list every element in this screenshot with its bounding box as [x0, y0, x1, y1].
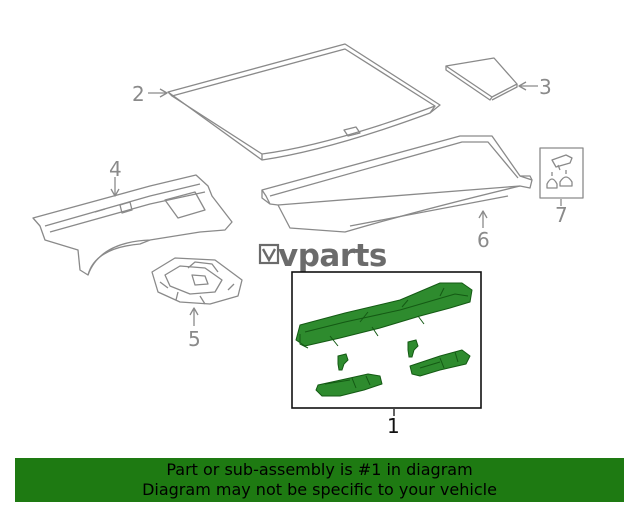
arrow-2-icon	[159, 88, 168, 98]
part-1-box[interactable]	[291, 271, 482, 409]
floor-board-part-2[interactable]	[167, 43, 441, 161]
banner-line-1: Part or sub-assembly is #1 in diagram	[166, 460, 473, 479]
tonneau-cover-part-6[interactable]	[261, 135, 533, 233]
bracket-left-part-1[interactable]	[315, 373, 383, 397]
logo-check-icon	[261, 248, 277, 263]
callout-7: 7	[555, 203, 568, 227]
small-panel-part-3[interactable]	[445, 57, 518, 101]
info-banner: Part or sub-assembly is #1 in diagram Di…	[15, 458, 624, 502]
logo-text: vparts	[278, 238, 387, 274]
fasteners-part-7[interactable]	[539, 147, 584, 199]
arrow-3-icon	[518, 81, 527, 91]
side-bracket-part-4[interactable]	[32, 174, 233, 276]
callout-5: 5	[188, 327, 201, 351]
arrow-6-icon	[478, 210, 488, 219]
vparts-logo: vparts	[258, 238, 387, 274]
clip-left-icon	[337, 353, 349, 371]
arrow-4-icon	[110, 188, 120, 197]
callout-2: 2	[132, 82, 145, 106]
callout-1: 1	[387, 414, 400, 438]
parts-diagram: 2 3 4 5 6 7 vparts	[32, 43, 584, 438]
callout-4: 4	[109, 157, 122, 181]
bracket-right-part-1[interactable]	[409, 349, 471, 377]
callout-3: 3	[539, 75, 552, 99]
callout-6: 6	[477, 228, 490, 252]
trim-panel-part-1[interactable]	[295, 282, 473, 349]
arrow-5-icon	[189, 307, 199, 316]
banner-line-2: Diagram may not be specific to your vehi…	[142, 480, 497, 499]
clip-right-icon	[407, 339, 419, 358]
tray-part-5[interactable]	[151, 257, 243, 305]
